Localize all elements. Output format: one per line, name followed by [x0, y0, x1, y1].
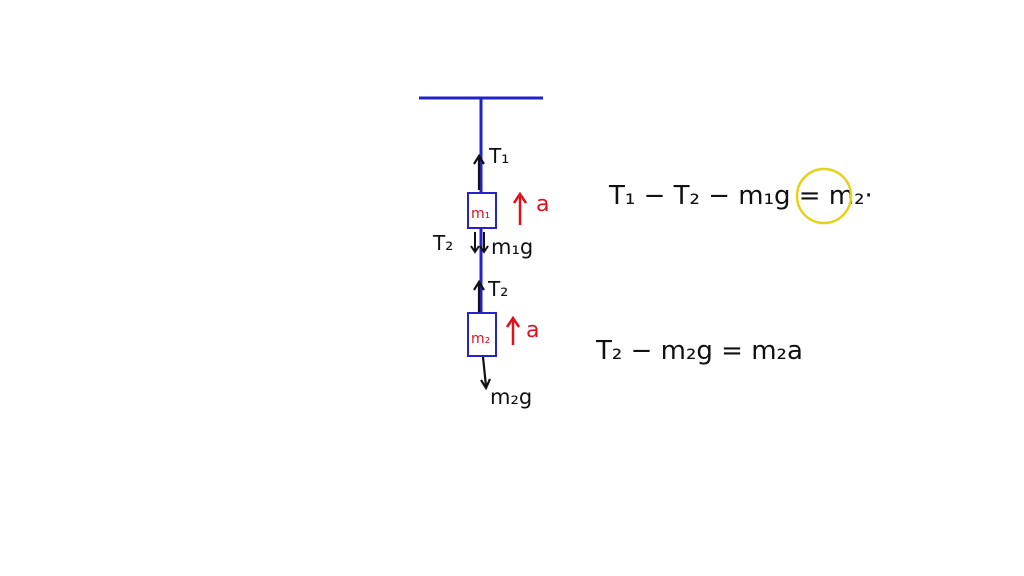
- tension-t2-down-label: T₂: [432, 231, 453, 255]
- mass-1-block: [467, 192, 497, 229]
- weight-m1g-arrow: [479, 232, 489, 254]
- tension-t1-arrow: [473, 153, 485, 190]
- acceleration-2-arrow: [505, 315, 521, 345]
- weight-m2g-label: m₂g: [490, 385, 532, 409]
- acceleration-2-label: a: [526, 318, 539, 343]
- mass-2-block: [467, 312, 497, 357]
- weight-m2g-arrow: [480, 356, 492, 391]
- highlight-cursor-icon: [795, 167, 853, 225]
- mass-1-label: m₁: [471, 206, 490, 222]
- weight-m1g-label: m₁g: [491, 235, 533, 259]
- tension-t2-up-arrow: [473, 279, 485, 312]
- mass-2-label: m₂: [471, 331, 490, 347]
- tension-t2-down-arrow: [470, 232, 480, 254]
- acceleration-1-label: a: [536, 192, 549, 217]
- equation-mass-1: T₁ − T₂ − m₁g = m₂·: [608, 181, 873, 211]
- tension-t1-label: T₁: [488, 144, 509, 168]
- acceleration-1-arrow: [512, 191, 528, 225]
- tension-t2-up-label: T₂: [487, 277, 508, 301]
- equation-mass-2: T₂ − m₂g = m₂a: [595, 336, 803, 366]
